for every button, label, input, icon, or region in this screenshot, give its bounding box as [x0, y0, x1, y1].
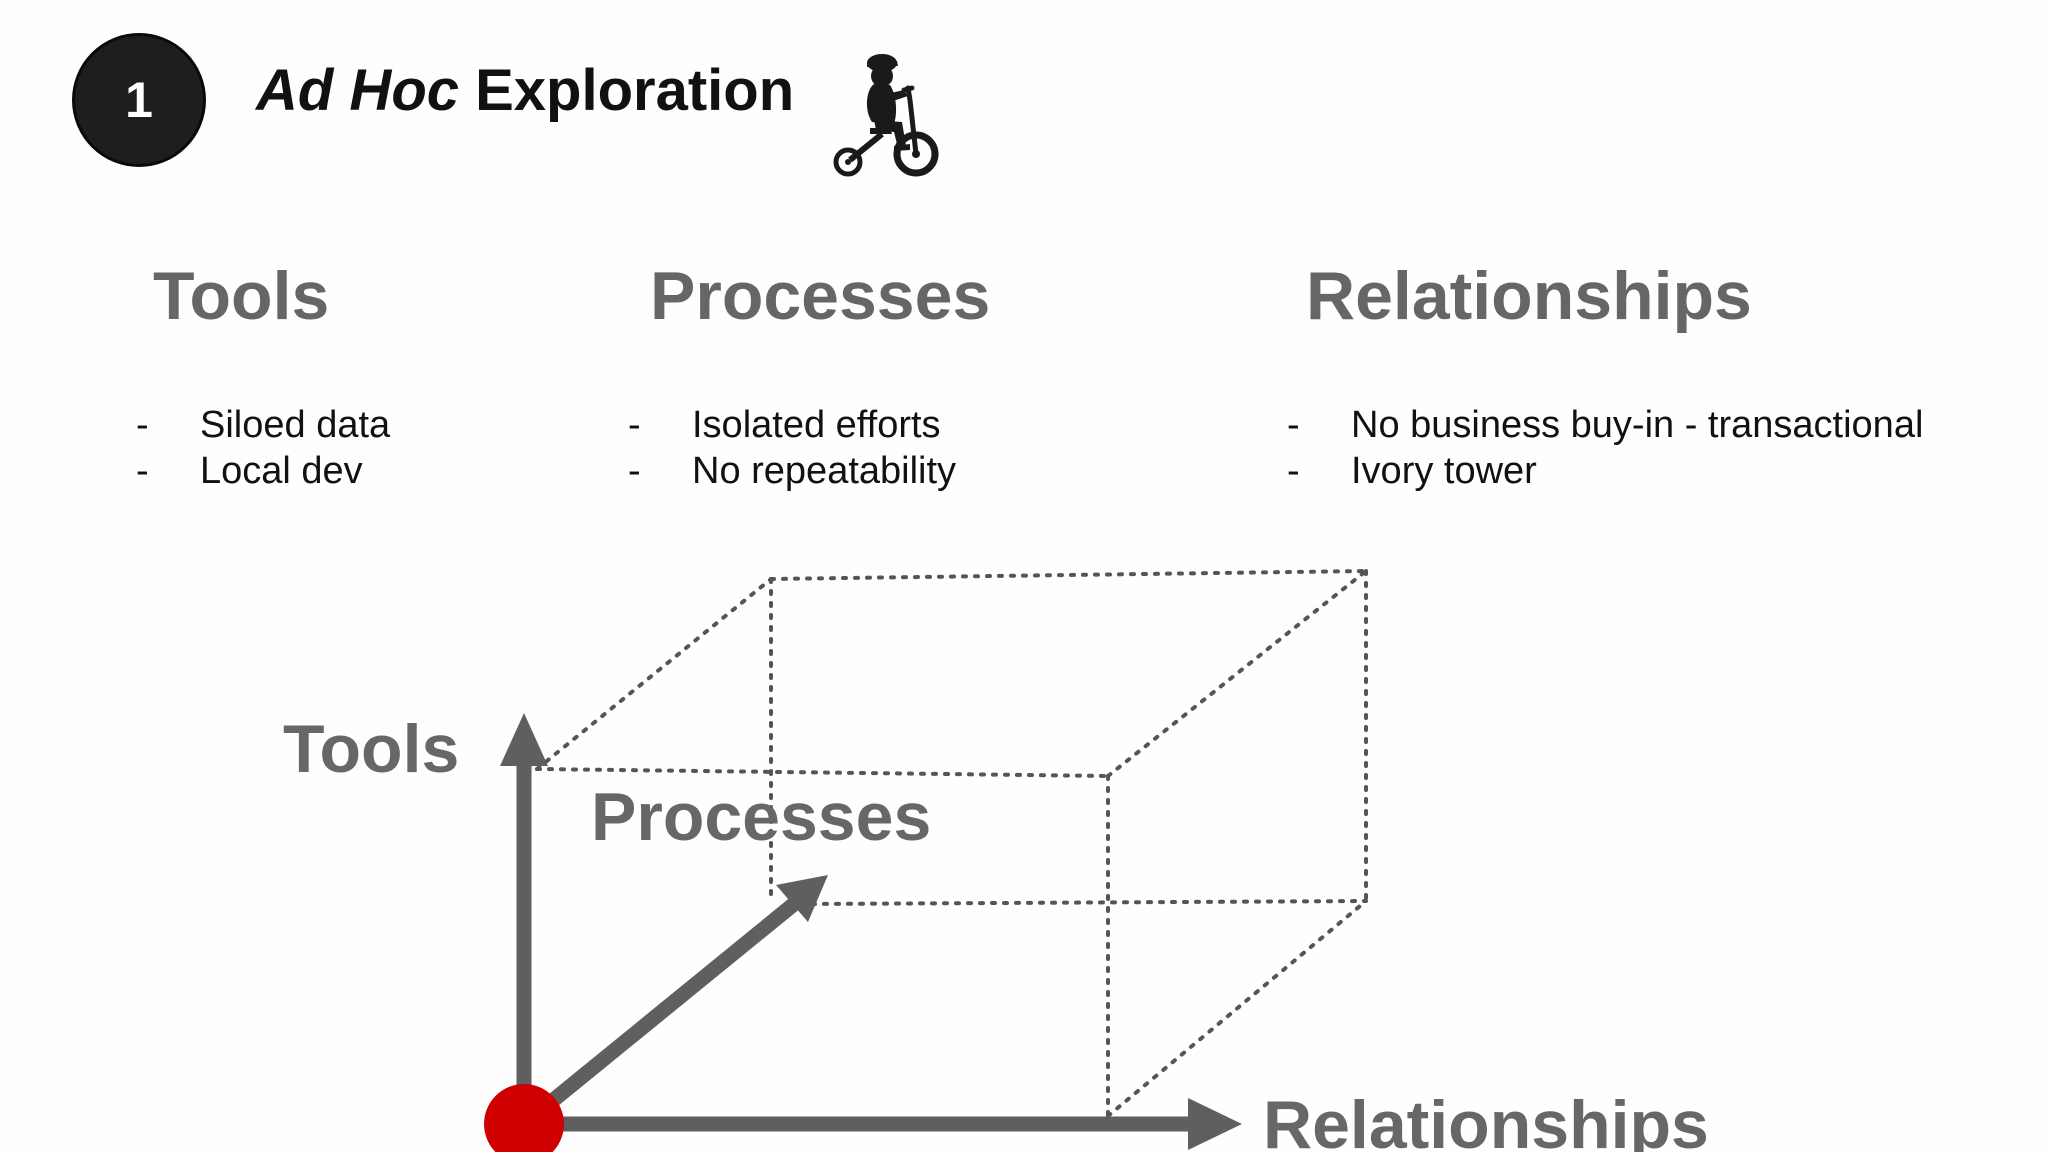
tools-axis-label: Tools [283, 711, 460, 787]
bullet-text: Ivory tower [1351, 450, 1537, 492]
relationships-axis-label: Relationships [1263, 1087, 1709, 1152]
bullet-text: No repeatability [692, 450, 957, 492]
bullet-dash: - [1287, 404, 1300, 446]
slide-title: Ad Hoc Exploration [256, 62, 794, 120]
list-item: - Isolated efforts [628, 402, 1048, 448]
bullet-text: Isolated efforts [692, 404, 941, 446]
list-item: - Local dev [136, 448, 476, 494]
bullet-text: Siloed data [200, 404, 391, 446]
step-number: 1 [125, 72, 153, 128]
cube-edge [810, 899, 1368, 906]
child-on-tricycle-icon [833, 54, 939, 177]
relationships-heading: Relationships [1306, 258, 1752, 334]
cube-edge [1106, 569, 1368, 778]
bullet-dash: - [136, 450, 149, 492]
title-italic: Ad Hoc [256, 58, 459, 123]
tools-bullet-list: - Siloed data - Local dev [136, 402, 476, 494]
cube-edge [535, 767, 1110, 778]
list-item: - No repeatability [628, 448, 1048, 494]
bullet-dash: - [628, 450, 641, 492]
cube-edge [535, 577, 773, 771]
processes-heading: Processes [650, 258, 991, 334]
relationships-bullet-list: - No business buy-in - transactional - Ivo… [1287, 402, 2007, 494]
bullet-dash: - [628, 404, 641, 446]
relationships-axis-arrow [524, 1098, 1242, 1150]
processes-axis-arrow [519, 875, 828, 1130]
dotted-cube-outline [535, 569, 1368, 1118]
bullet-dash: - [1287, 450, 1300, 492]
processes-bullet-list: - Isolated efforts - No repeatability [628, 402, 1048, 494]
list-item: - No business buy-in - transactional [1287, 402, 2007, 448]
step-number-badge: 1 [72, 33, 206, 167]
list-item: - Siloed data [136, 402, 476, 448]
cube-edge [1106, 899, 1368, 1118]
bullet-dash: - [136, 404, 149, 446]
list-item: - Ivory tower [1287, 448, 2007, 494]
origin-dot [484, 1084, 564, 1152]
bullet-text: No business buy-in - transactional [1351, 404, 1924, 446]
bullet-text: Local dev [200, 450, 363, 492]
tools-axis-arrow [500, 713, 548, 1126]
title-rest: Exploration [459, 58, 795, 123]
axes [484, 713, 1242, 1152]
processes-axis-label: Processes [591, 779, 932, 855]
cube-edge [769, 569, 1368, 581]
tools-heading: Tools [153, 258, 330, 334]
